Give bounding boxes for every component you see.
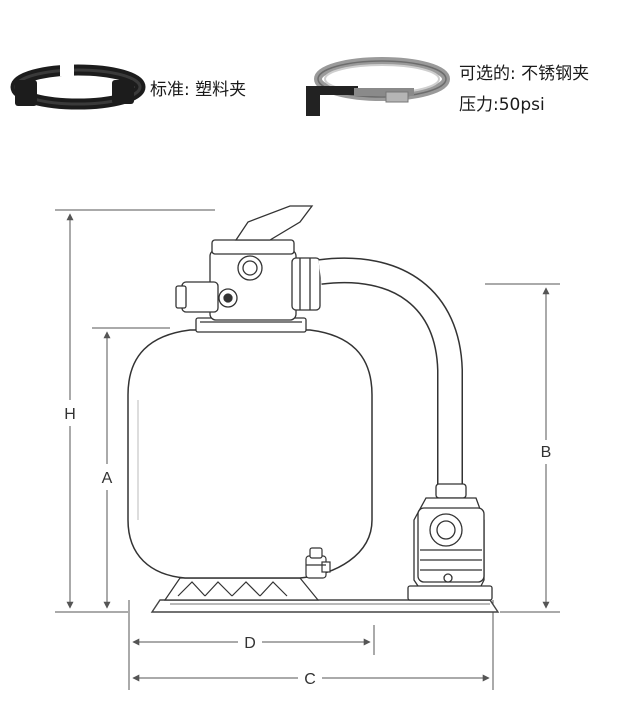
- dimension-h-label: H: [64, 406, 76, 423]
- dimension-d-label: D: [244, 635, 256, 652]
- pressure-label: 压力:50psi: [459, 95, 545, 115]
- plastic-clamp-icon: [10, 64, 146, 110]
- dimension-c-label: C: [304, 671, 316, 688]
- dimension-a-label: A: [102, 470, 113, 487]
- drain-valve: [305, 547, 331, 579]
- standard-clamp-label: 标准: 塑料夹: [150, 80, 247, 100]
- dimension-c: C: [132, 671, 490, 688]
- multiport-valve: [175, 205, 321, 333]
- dimension-b: B: [541, 287, 552, 609]
- base-plate: [150, 599, 500, 613]
- dimension-a: A: [102, 331, 113, 609]
- filter-tank: [127, 329, 373, 579]
- connection-hose: [318, 257, 463, 490]
- dimension-h: H: [64, 213, 76, 609]
- dimension-b-label: B: [541, 444, 552, 461]
- optional-clamp-label: 可选的: 不锈钢夹: [459, 64, 590, 84]
- steel-clamp-icon: [306, 57, 450, 116]
- dimension-d: D: [132, 635, 371, 652]
- pump: [407, 483, 493, 601]
